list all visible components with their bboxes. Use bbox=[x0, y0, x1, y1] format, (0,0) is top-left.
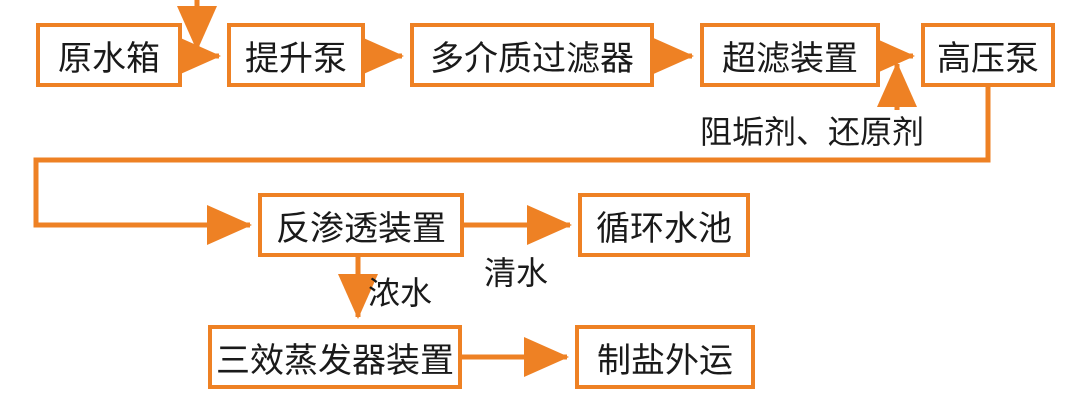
node-salt-production-transport[interactable]: 制盐外运 bbox=[575, 325, 755, 389]
node-label: 提升泵 bbox=[245, 38, 347, 79]
node-lift-pump[interactable]: 提升泵 bbox=[227, 23, 365, 87]
node-reverse-osmosis-unit[interactable]: 反渗透装置 bbox=[258, 193, 464, 257]
connector-high-pressure-pump-to-reverse-osmosis bbox=[33, 87, 991, 245]
node-label: 超滤装置 bbox=[722, 38, 858, 79]
node-raw-water-tank[interactable]: 原水箱 bbox=[36, 23, 182, 87]
node-high-pressure-pump[interactable]: 高压泵 bbox=[921, 23, 1055, 87]
edge-label-antiscalant-reducer: 阻垢剂、还原剂 bbox=[700, 113, 925, 151]
node-triple-effect-evaporator[interactable]: 三效蒸发器装置 bbox=[208, 325, 462, 389]
node-label: 多介质过滤器 bbox=[430, 38, 634, 79]
node-circulating-water-pool[interactable]: 循环水池 bbox=[578, 193, 750, 257]
edge-label-clean-water: 清水 bbox=[484, 254, 549, 292]
node-label: 制盐外运 bbox=[597, 340, 733, 381]
node-label: 高压泵 bbox=[937, 38, 1039, 79]
node-label: 原水箱 bbox=[58, 38, 160, 79]
node-ultrafiltration-unit[interactable]: 超滤装置 bbox=[700, 23, 880, 87]
edge-label-concentrated-water: 浓水 bbox=[368, 274, 433, 312]
node-label: 三效蒸发器装置 bbox=[216, 340, 454, 381]
node-label: 循环水池 bbox=[596, 208, 732, 249]
node-multimedia-filter[interactable]: 多介质过滤器 bbox=[410, 23, 654, 87]
node-label: 反渗透装置 bbox=[276, 208, 446, 249]
